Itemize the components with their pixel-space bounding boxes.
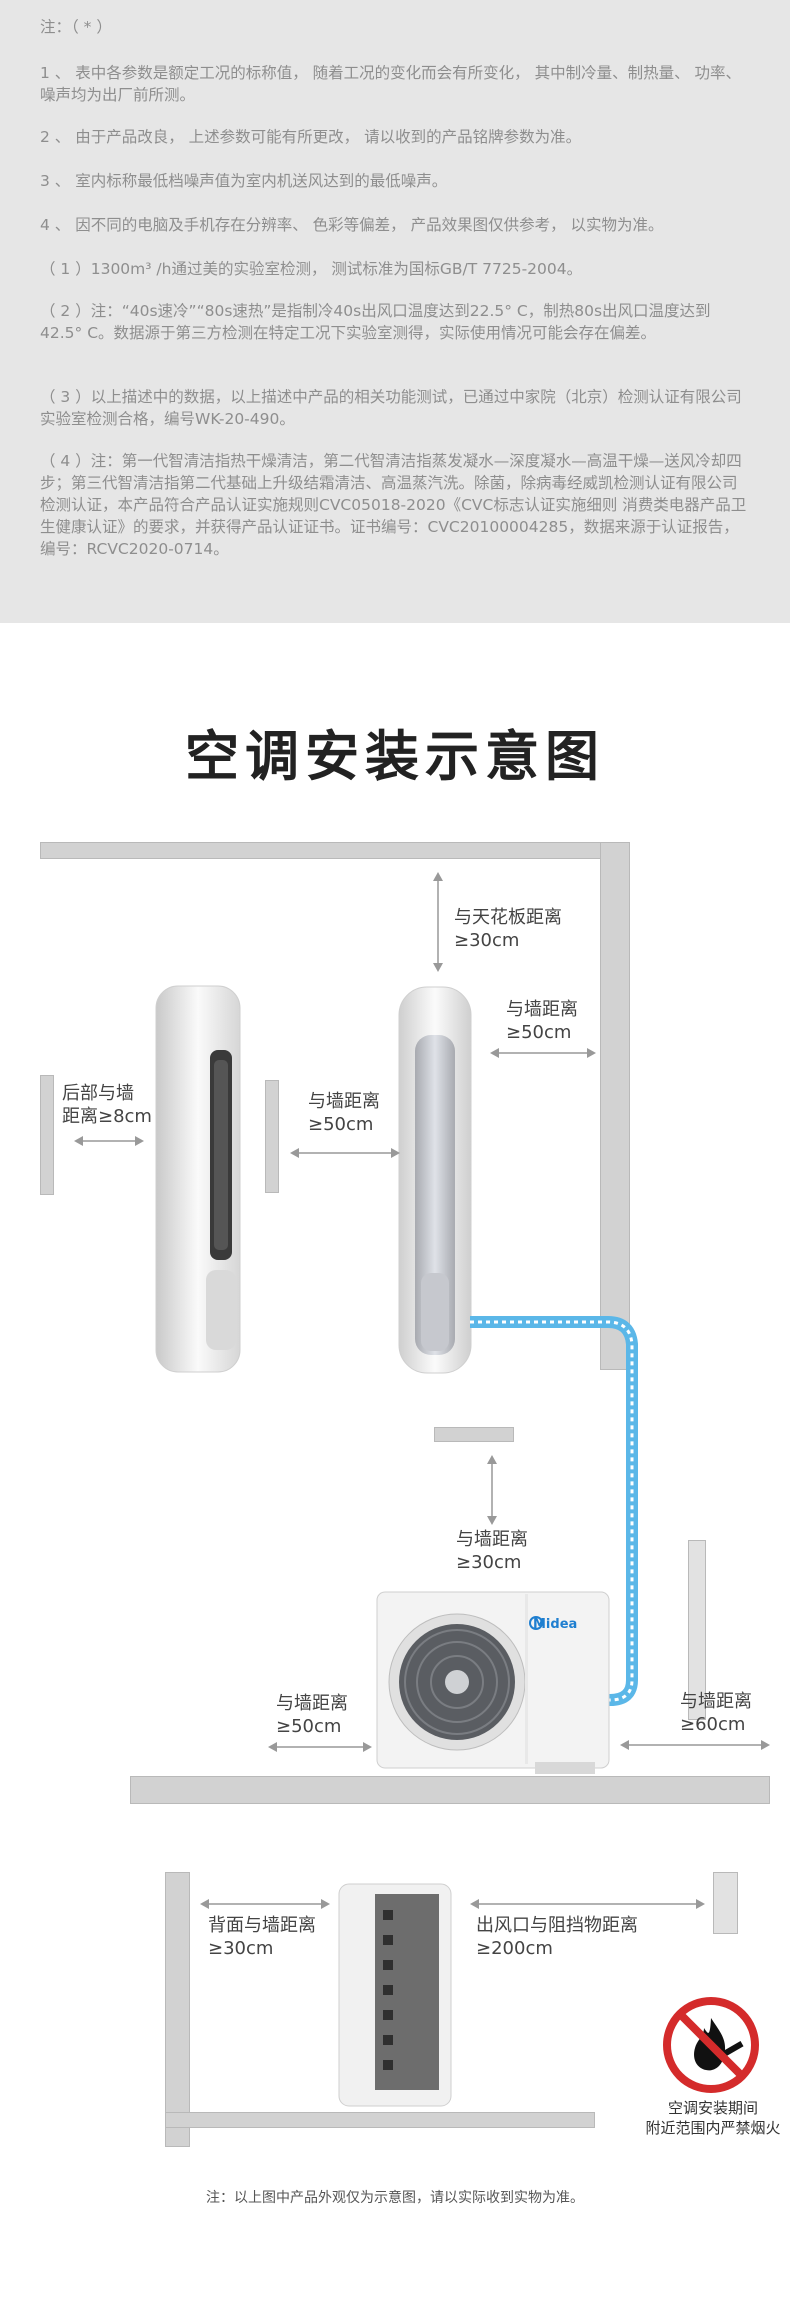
outlet-distance-label: 出风口与阻挡物距离 ≥200cm bbox=[476, 1915, 638, 1959]
ceiling-distance-label: 与天花板距离 ≥30cm bbox=[454, 907, 562, 951]
outdoor-right-distance-arrow bbox=[620, 1740, 770, 1750]
back-wall bbox=[40, 1075, 54, 1195]
right-outdoor-wall bbox=[688, 1540, 706, 1720]
outdoor-left-distance-label: 与墙距离 ≥50cm bbox=[276, 1693, 348, 1737]
side-wall-distance-label: 与墙距离 ≥50cm bbox=[308, 1091, 380, 1135]
note-item: （ 4 ）注：第一代智清洁指热干燥清洁，第二代智清洁指蒸发凝水—深度凝水—高温干… bbox=[40, 452, 747, 558]
outdoor-unit-topview bbox=[338, 1883, 452, 2107]
page-title: 空调安装示意图 bbox=[185, 725, 605, 788]
ceiling-distance-arrow bbox=[433, 872, 443, 972]
side-wall-distance-arrow bbox=[290, 1148, 400, 1158]
outlet-distance-arrow bbox=[470, 1899, 705, 1909]
outdoor-right-distance-label: 与墙距离 ≥60cm bbox=[680, 1691, 752, 1735]
outdoor-left-distance-arrow bbox=[268, 1742, 372, 1752]
outdoor-top-distance-label: 与墙距离 ≥30cm bbox=[456, 1529, 528, 1573]
footnote: 注：以上图中产品外观仅为示意图，请以实际收到实物为准。 bbox=[206, 2190, 584, 2206]
back-distance-label: 背面与墙距离 ≥30cm bbox=[208, 1915, 316, 1959]
note-item: 2 、 由于产品改良， 上述参数可能有所更改， 请以收到的产品铭牌参数为准。 bbox=[40, 128, 582, 146]
note-item: 4 、 因不同的电脑及手机存在分辨率、 色彩等偏差， 产品效果图仅供参考， 以实… bbox=[40, 216, 664, 234]
note-item: （ 2 ）注：“40s速冷”“80s速热”是指制冷40s出风口温度达到22.5°… bbox=[40, 302, 711, 342]
bottom-back-wall bbox=[165, 1872, 190, 2147]
indoor-unit-side bbox=[155, 985, 241, 1373]
refrigerant-pipe bbox=[470, 1316, 638, 1706]
upper-slab bbox=[434, 1427, 514, 1442]
note-item: 1 、 表中各参数是额定工况的标称值， 随着工况的变化而会有所变化， 其中制冷量… bbox=[40, 64, 741, 104]
note-item: （ 3 ）以上描述中的数据，以上描述中产品的相关功能测试，已通过中家院（北京）检… bbox=[40, 388, 742, 428]
floor-slab bbox=[130, 1776, 770, 1804]
note-item: （ 1 ）1300m³ /h通过美的实验室检测， 测试标准为国标GB/T 772… bbox=[40, 260, 583, 278]
note-item: 3 、 室内标称最低档噪声值为室内机送风达到的最低噪声。 bbox=[40, 172, 448, 190]
brand-logo: Midea bbox=[533, 1617, 578, 1632]
notes-panel: 注：（ * ） 1 、 表中各参数是额定工况的标称值， 随着工况的变化而会有所变… bbox=[0, 0, 790, 623]
bottom-floor bbox=[165, 2112, 595, 2128]
side-wall bbox=[265, 1080, 279, 1193]
notes-header: 注：（ * ） bbox=[40, 18, 112, 36]
back-wall-distance-label: 后部与墙 距离≥8cm bbox=[62, 1083, 152, 1127]
outdoor-top-distance-arrow bbox=[487, 1455, 497, 1525]
ceiling-wall bbox=[40, 842, 630, 859]
back-wall-distance-arrow bbox=[74, 1136, 144, 1146]
indoor-unit-front bbox=[398, 986, 472, 1374]
right-wall-distance-label: 与墙距离 ≥50cm bbox=[506, 999, 578, 1043]
bottom-obstacle bbox=[713, 1872, 738, 1934]
back-distance-arrow bbox=[200, 1899, 330, 1909]
right-wall bbox=[600, 842, 630, 1370]
no-fire-icon bbox=[663, 1997, 759, 2093]
right-wall-distance-arrow bbox=[490, 1048, 596, 1058]
brand-logo-icon bbox=[529, 1616, 543, 1630]
outdoor-unit bbox=[376, 1591, 610, 1774]
warning-text: 空调安装期间 附近范围内严禁烟火 bbox=[645, 2099, 781, 2137]
